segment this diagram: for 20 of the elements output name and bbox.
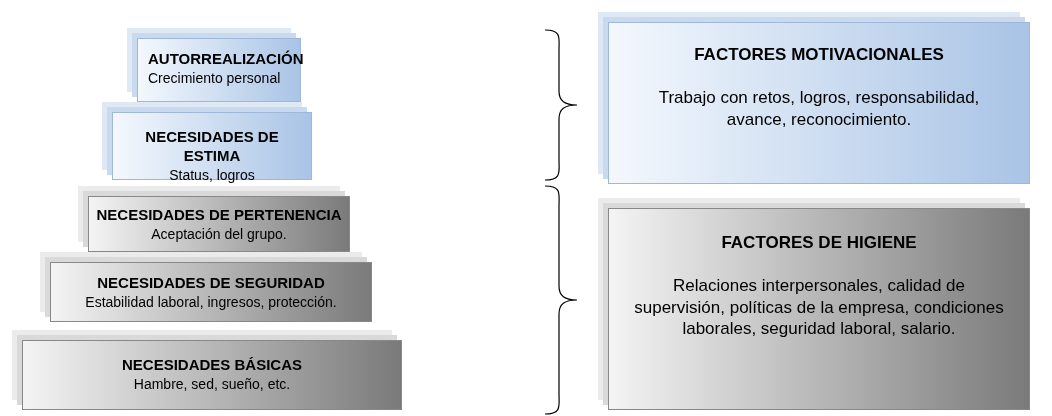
heading: FACTORES DE HIGIENE: [721, 232, 917, 254]
heading: FACTORES MOTIVACIONALES: [694, 44, 944, 66]
heading: NECESIDADES BÁSICAS: [122, 356, 302, 375]
heading: NECESIDADES DE ESTIMA: [144, 128, 280, 166]
need-level-box: [137, 38, 301, 102]
description: Trabajo con retos, logros, responsabilidad, avance, reconocimiento.: [657, 87, 981, 130]
factor-box: [608, 208, 1030, 410]
description: Aceptación del grupo.: [151, 225, 287, 244]
need-level-box: [22, 340, 402, 410]
description: Status, logros: [169, 166, 255, 184]
description: Estabilidad laboral, ingresos, protección.: [85, 293, 337, 312]
description: Crecimiento personal: [148, 69, 281, 88]
heading: AUTORREALIZACIÓN: [148, 50, 304, 69]
need-level-box: [88, 196, 350, 252]
need-level-box: [50, 262, 372, 322]
factor-box: [608, 22, 1030, 184]
description: Hambre, sed, sueño, etc.: [133, 375, 291, 394]
heading: NECESIDADES DE PERTENENCIA: [96, 206, 342, 225]
heading: NECESIDADES DE SEGURIDAD: [97, 274, 325, 293]
description: Relaciones interpersonales, calidad de supervisión, políticas de la empresa, condiciones laborales, seguridad laboral, salario.: [633, 275, 1005, 339]
